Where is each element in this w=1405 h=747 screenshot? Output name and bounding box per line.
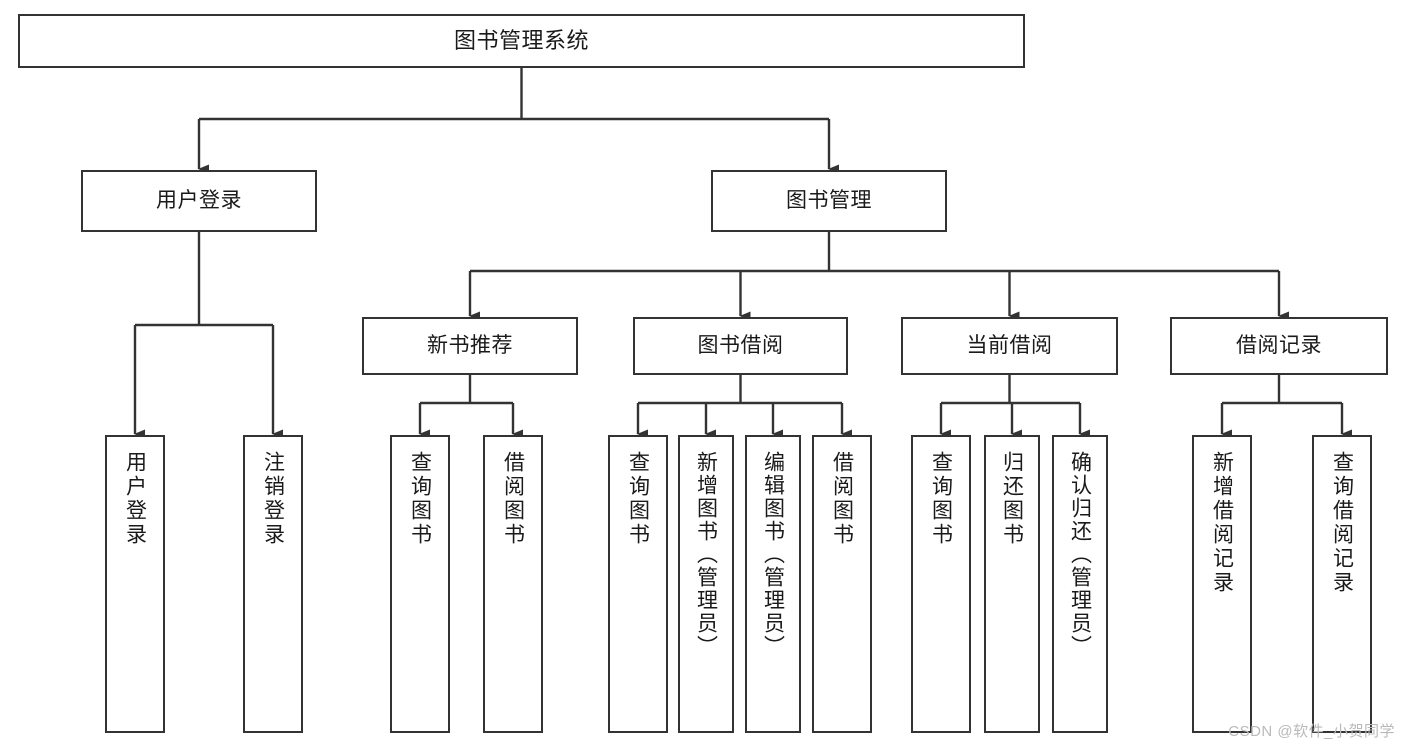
node-leaf-logout[interactable]: 注销登录 bbox=[243, 435, 303, 733]
node-leaf-edit-book[interactable]: 编辑图书（管理员） bbox=[745, 435, 801, 733]
node-label: 编辑图书（管理员） bbox=[761, 451, 785, 658]
node-leaf-return-book[interactable]: 归还图书 bbox=[984, 435, 1040, 733]
node-leaf-add-record[interactable]: 新增借阅记录 bbox=[1192, 435, 1252, 733]
node-label: 新书推荐 bbox=[427, 333, 513, 357]
node-label: 确认归还（管理员） bbox=[1068, 451, 1092, 658]
node-leaf-borrow-book-rec[interactable]: 借阅图书 bbox=[483, 435, 543, 733]
node-label: 图书借阅 bbox=[697, 333, 784, 357]
node-label: 当前借阅 bbox=[966, 333, 1053, 357]
node-leaf-add-book[interactable]: 新增图书（管理员） bbox=[678, 435, 734, 733]
node-leaf-query-record[interactable]: 查询借阅记录 bbox=[1312, 435, 1372, 733]
node-label: 查询图书 bbox=[408, 451, 432, 547]
node-label: 查询图书 bbox=[626, 451, 650, 547]
node-current-borrow[interactable]: 当前借阅 bbox=[901, 317, 1118, 375]
node-leaf-query-book-bor[interactable]: 查询图书 bbox=[608, 435, 668, 733]
node-leaf-borrow-book[interactable]: 借阅图书 bbox=[812, 435, 872, 733]
node-label: 新增借阅记录 bbox=[1210, 451, 1234, 595]
node-label: 借阅图书 bbox=[501, 451, 525, 547]
node-label: 归还图书 bbox=[1000, 451, 1024, 547]
node-label: 查询图书 bbox=[929, 451, 953, 547]
node-leaf-confirm-return[interactable]: 确认归还（管理员） bbox=[1052, 435, 1108, 733]
node-label: 查询借阅记录 bbox=[1330, 451, 1354, 595]
node-new-book-rec[interactable]: 新书推荐 bbox=[362, 317, 578, 375]
node-label: 用户登录 bbox=[156, 188, 242, 212]
node-label: 用户登录 bbox=[123, 451, 147, 547]
node-leaf-user-login[interactable]: 用户登录 bbox=[105, 435, 165, 733]
node-label: 新增图书（管理员） bbox=[694, 451, 718, 658]
node-label: 图书管理 bbox=[786, 188, 872, 212]
node-book-manage[interactable]: 图书管理 bbox=[711, 170, 947, 232]
node-book-borrow[interactable]: 图书借阅 bbox=[633, 317, 848, 375]
edge-layer bbox=[133, 68, 1352, 439]
node-leaf-query-book-cur[interactable]: 查询图书 bbox=[911, 435, 971, 733]
node-root[interactable]: 图书管理系统 bbox=[18, 14, 1025, 68]
node-label: 图书管理系统 bbox=[453, 28, 589, 54]
node-label: 借阅记录 bbox=[1236, 333, 1322, 357]
node-borrow-record[interactable]: 借阅记录 bbox=[1170, 317, 1388, 375]
node-label: 注销登录 bbox=[261, 451, 285, 547]
node-leaf-query-book-rec[interactable]: 查询图书 bbox=[390, 435, 450, 733]
node-label: 借阅图书 bbox=[830, 451, 854, 547]
node-user-login[interactable]: 用户登录 bbox=[81, 170, 317, 232]
